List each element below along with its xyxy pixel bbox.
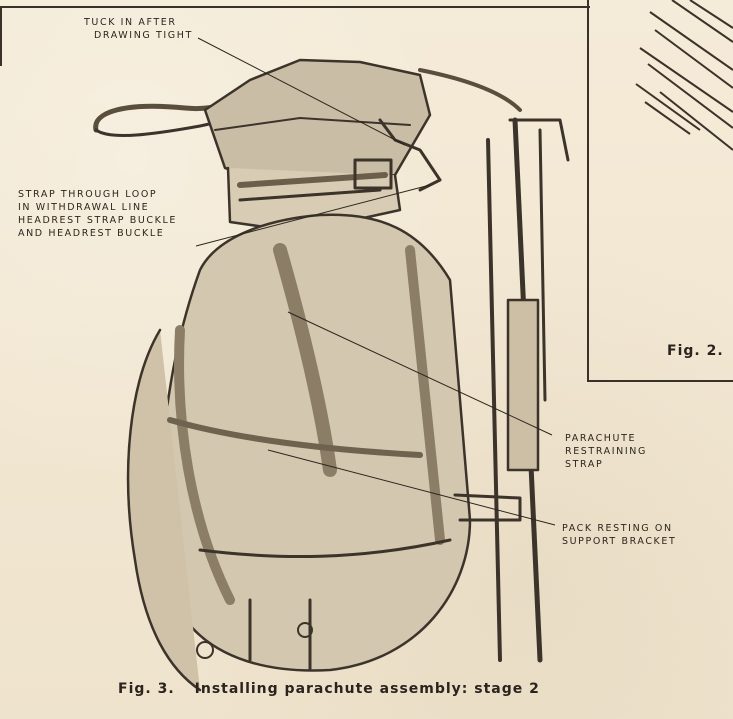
strap-label-line-3: HEADREST STRAP BUCKLE <box>18 214 177 227</box>
restraining-label-line-1: PARACHUTE <box>565 432 647 445</box>
fig2-label: Fig. 2. <box>667 343 724 359</box>
pack-label: PACK RESTING ON SUPPORT BRACKET <box>562 522 676 548</box>
strap-label-line-2: IN WITHDRAWAL LINE <box>18 201 177 214</box>
figure-caption: Fig. 3. Installing parachute assembly: st… <box>118 681 540 697</box>
pack-label-line-1: PACK RESTING ON <box>562 522 676 535</box>
restraining-label-line-3: STRAP <box>565 458 647 471</box>
restraining-strap-label: PARACHUTE RESTRAINING STRAP <box>565 432 647 471</box>
caption-figure-number: Fig. 3. <box>118 681 175 697</box>
fig2-fragment-drawing <box>636 0 733 150</box>
tuck-label: TUCK IN AFTER DRAWING TIGHT <box>84 16 193 42</box>
tuck-label-line-2: DRAWING TIGHT <box>84 29 193 42</box>
pack-label-line-2: SUPPORT BRACKET <box>562 535 676 548</box>
caption-text: Installing parachute assembly: stage 2 <box>195 681 540 697</box>
seat-and-pack-drawing <box>96 60 568 690</box>
strap-label: STRAP THROUGH LOOP IN WITHDRAWAL LINE HE… <box>18 188 177 240</box>
strap-label-line-1: STRAP THROUGH LOOP <box>18 188 177 201</box>
strap-label-line-4: AND HEADREST BUCKLE <box>18 227 177 240</box>
restraining-label-line-2: RESTRAINING <box>565 445 647 458</box>
tuck-label-line-1: TUCK IN AFTER <box>84 16 193 29</box>
